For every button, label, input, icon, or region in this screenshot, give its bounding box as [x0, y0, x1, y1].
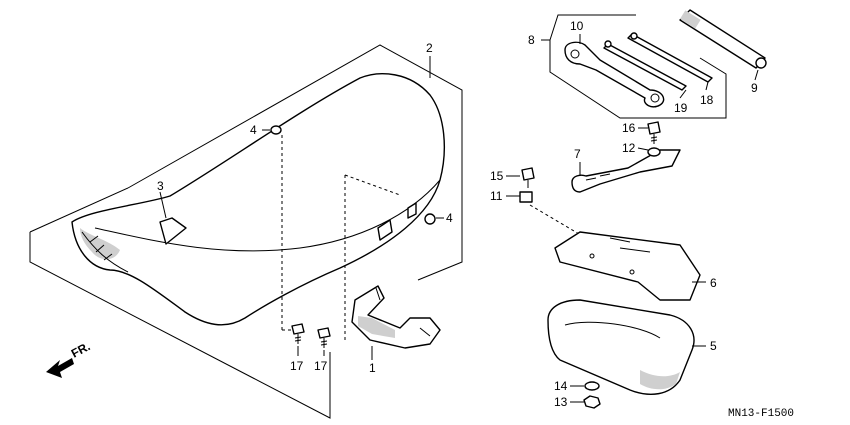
- seat-group-frame: [29, 44, 463, 419]
- grommet-right[interactable]: [424, 213, 436, 225]
- callout-10: 10: [570, 19, 584, 33]
- callout-1: 1: [369, 361, 376, 375]
- extension-bar[interactable]: [679, 9, 767, 69]
- front-direction-arrow: FR.: [46, 339, 92, 378]
- callout-16: 16: [622, 121, 636, 135]
- bolt-17-right[interactable]: [317, 327, 331, 348]
- collar-11[interactable]: [519, 191, 533, 203]
- diagram-code: MN13-F1500: [728, 408, 794, 420]
- callout-14: 14: [554, 379, 568, 393]
- callout-4-right: 4: [446, 211, 453, 225]
- tool-case[interactable]: [547, 299, 695, 396]
- callout-8: 8: [528, 33, 535, 47]
- callout-17-right: 17: [314, 359, 328, 373]
- tool-tray-plate[interactable]: [554, 231, 701, 301]
- direction-label: FR.: [69, 339, 93, 360]
- seat-bracket[interactable]: [351, 285, 441, 349]
- seat[interactable]: [71, 73, 445, 326]
- screwdriver-handle[interactable]: [627, 32, 713, 83]
- callout-2: 2: [426, 41, 433, 55]
- callout-9: 9: [751, 81, 758, 95]
- screwdriver[interactable]: [603, 40, 687, 91]
- callout-17-left: 17: [290, 359, 304, 373]
- nut-13[interactable]: [583, 395, 601, 409]
- callout-4-upper: 4: [250, 123, 257, 137]
- bolt-16[interactable]: [647, 121, 661, 144]
- tool-group-frame: [541, 14, 727, 119]
- callout-15: 15: [490, 169, 504, 183]
- callout-6: 6: [710, 276, 717, 290]
- callout-3: 3: [157, 179, 164, 193]
- callout-13: 13: [554, 395, 568, 409]
- callout-12: 12: [622, 141, 636, 155]
- callout-18: 18: [700, 93, 714, 107]
- bolt-15[interactable]: [521, 167, 535, 188]
- callout-7: 7: [574, 147, 581, 161]
- bolt-17-left[interactable]: [291, 323, 305, 344]
- leader-lines: [159, 34, 759, 403]
- callouts: 1 2 3 4 4 5 6 7 8 9 10 11 12 13 14 15 16…: [157, 19, 758, 409]
- callout-19: 19: [674, 101, 688, 115]
- tool-bracket[interactable]: [571, 149, 681, 193]
- washer-12[interactable]: [647, 147, 661, 157]
- callout-11: 11: [490, 189, 503, 203]
- callout-5: 5: [710, 339, 717, 353]
- washer-14[interactable]: [584, 381, 600, 391]
- grommet-upper[interactable]: [270, 125, 282, 135]
